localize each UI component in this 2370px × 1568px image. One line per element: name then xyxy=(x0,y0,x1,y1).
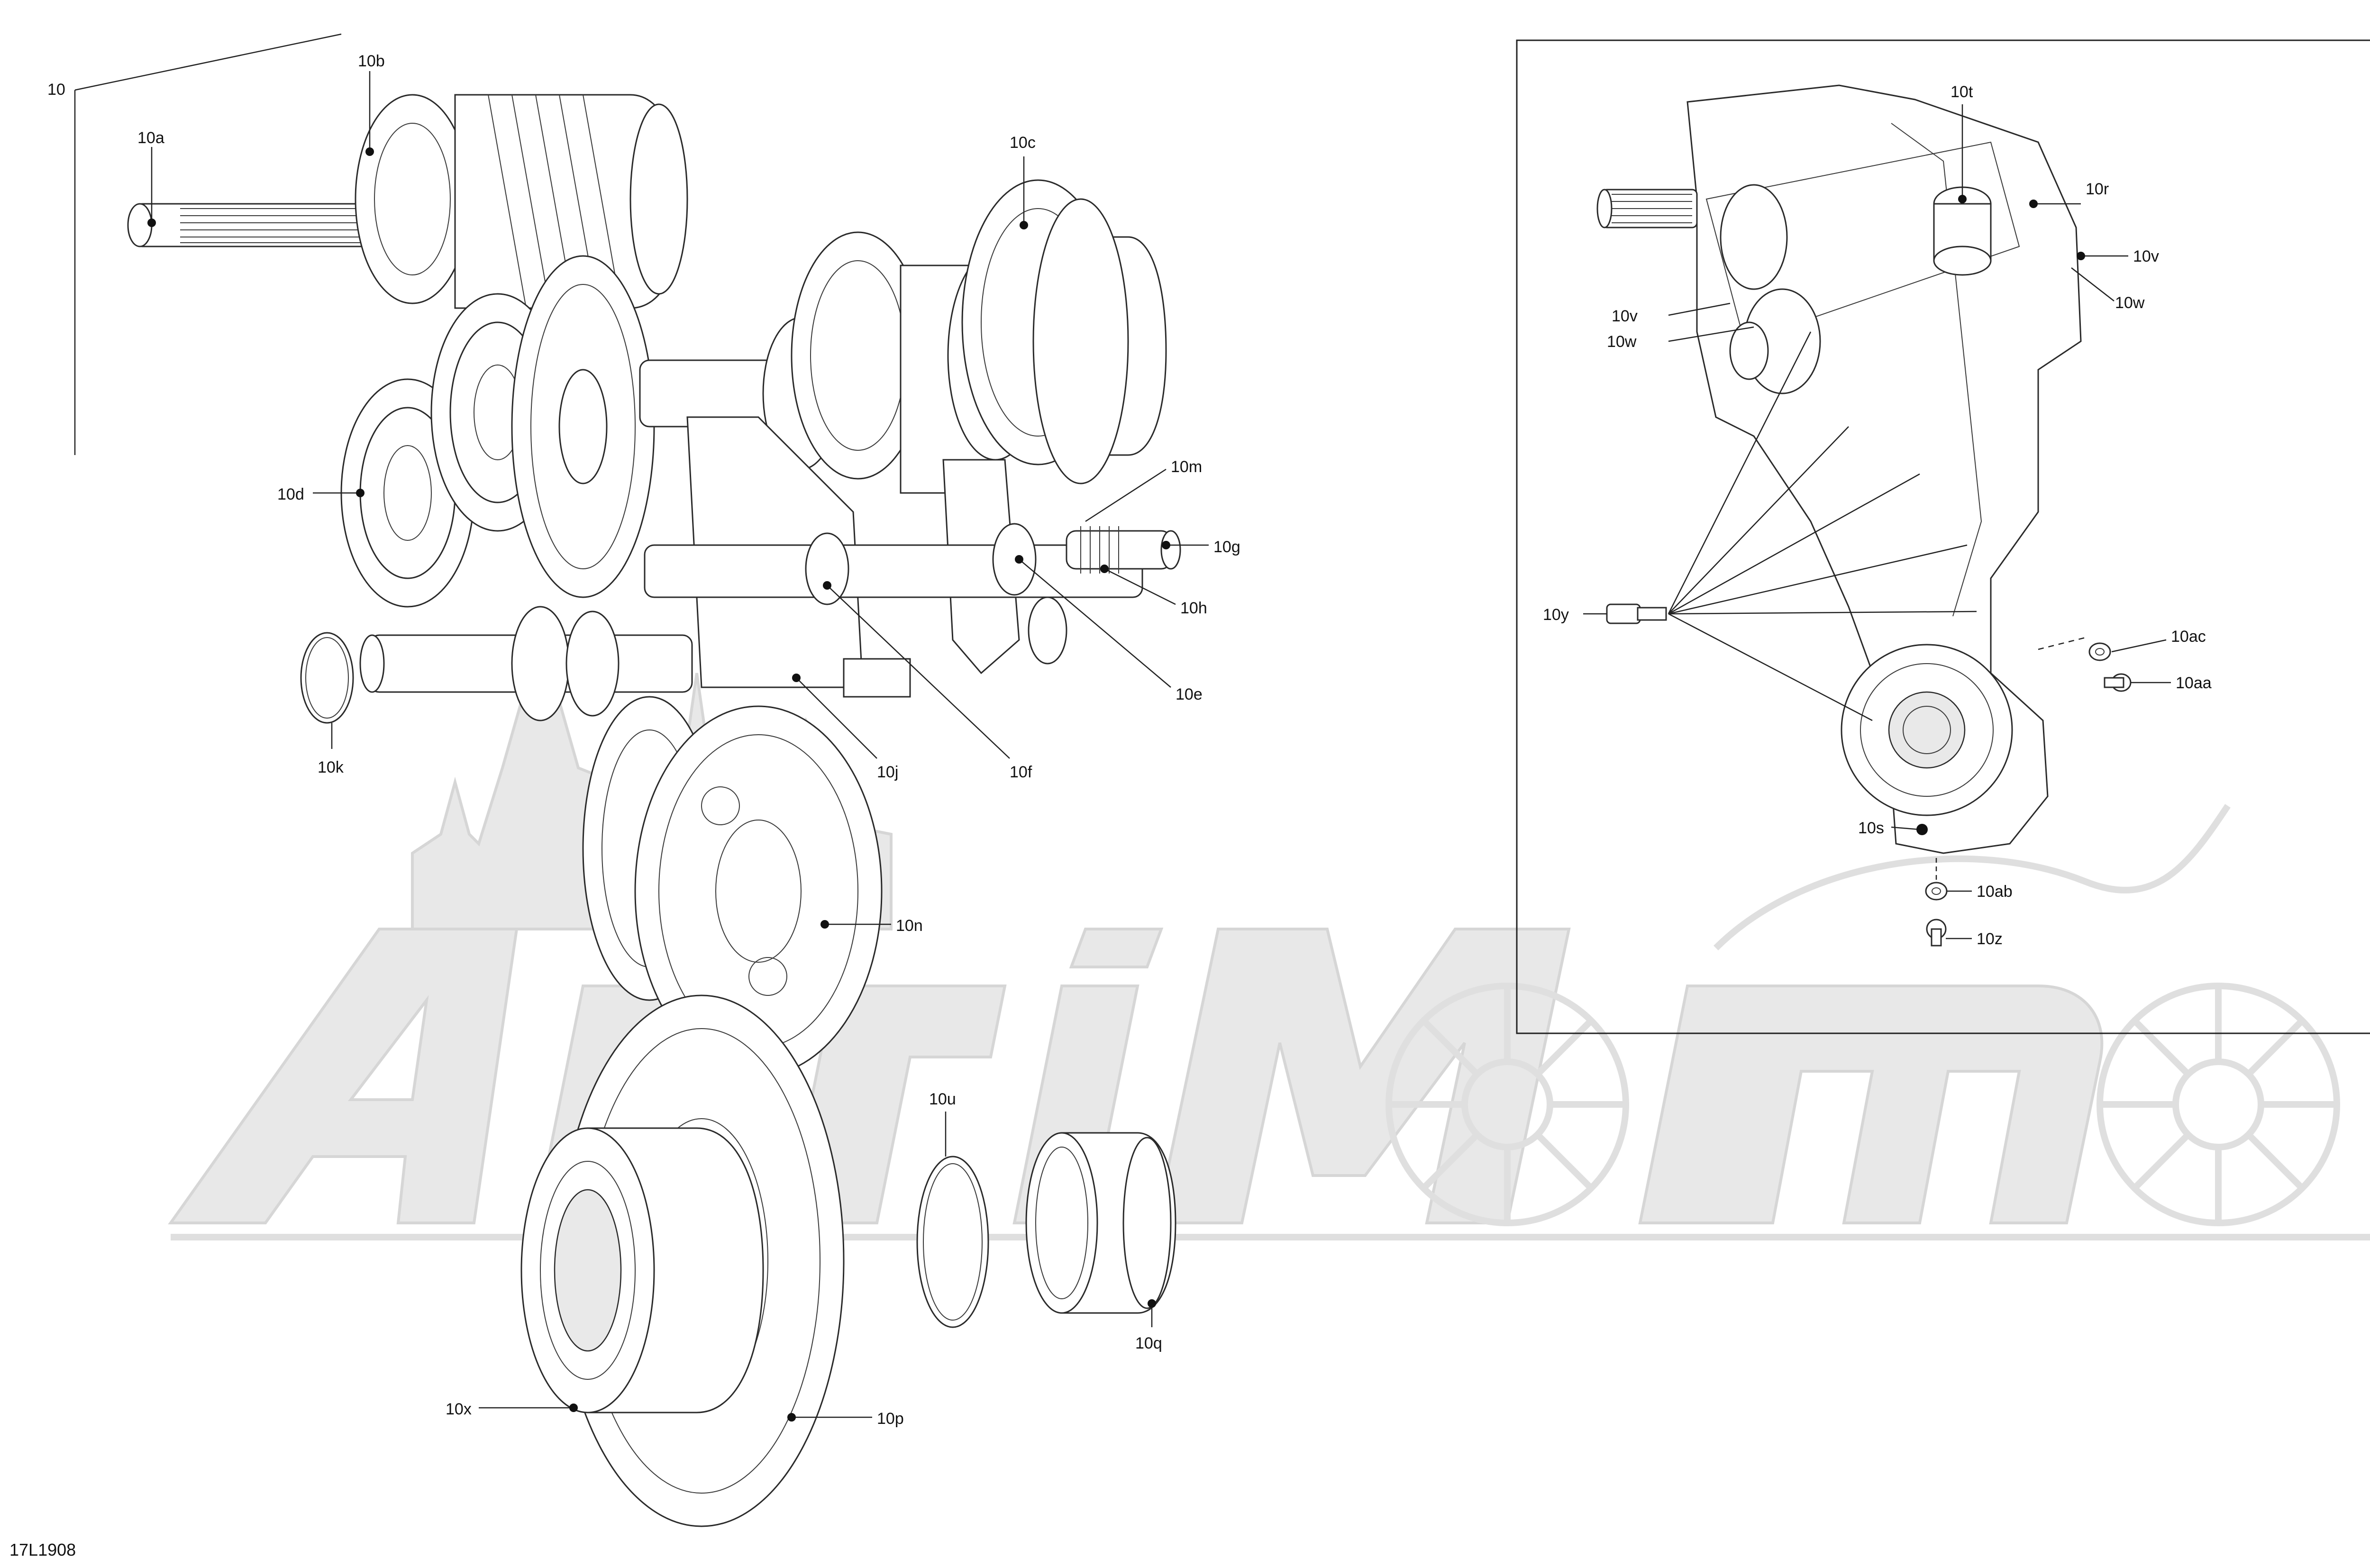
drawing-number: 17L1908 xyxy=(9,1540,76,1559)
inset-frame xyxy=(1516,39,2370,1034)
callout-10s: 10s xyxy=(1858,819,1884,837)
ring-part-10u xyxy=(916,1156,989,1328)
callout-10d: 10d xyxy=(277,485,304,503)
callout-10n: 10n xyxy=(896,917,923,935)
assembly-bracket xyxy=(74,33,342,455)
callout-10t: 10t xyxy=(1951,83,1973,101)
screw-part-10aa xyxy=(2104,673,2132,692)
callout-10z: 10z xyxy=(1977,930,2003,948)
intermediate-gear xyxy=(511,255,655,598)
callout-10w-right: 10w xyxy=(2115,294,2145,312)
callout-10v-right: 10v xyxy=(2133,247,2159,265)
gear-part-10n xyxy=(582,696,883,1077)
bolt-part-10y xyxy=(1606,603,1667,624)
washer-part-10ac xyxy=(2088,642,2111,661)
input-shaft-part-10a xyxy=(127,203,385,247)
gear-assembly-exploded-view xyxy=(127,94,1181,1527)
input-gear-part-10b xyxy=(355,94,688,309)
o-ring-part-10k xyxy=(300,632,354,724)
callout-10q: 10q xyxy=(1135,1334,1162,1352)
callout-10aa: 10aa xyxy=(2176,674,2212,692)
shift-fork-assembly xyxy=(644,416,1143,698)
shift-rail-end-part-10g xyxy=(1066,526,1181,574)
callout-10m: 10m xyxy=(1171,458,1202,476)
callout-10f: 10f xyxy=(1010,763,1032,781)
output-shaft xyxy=(359,606,693,721)
washer-part-10ab xyxy=(1925,882,1948,901)
callout-10k: 10k xyxy=(318,758,344,776)
callout-10a: 10a xyxy=(137,129,164,147)
callout-10p: 10p xyxy=(877,1410,904,1428)
housing-inset-view xyxy=(1516,39,2370,1034)
gear-cluster-part-10c xyxy=(639,179,1167,494)
callout-10: 10 xyxy=(47,81,65,99)
callout-10b: 10b xyxy=(358,52,385,70)
callout-labels: 10 10a 10b 10c 10d 10e 10f 10g 10h 10j 1… xyxy=(47,52,2212,1428)
callout-10v-left: 10v xyxy=(1612,307,1638,325)
screw-part-10z xyxy=(1926,919,1947,947)
bolt-leader-fan xyxy=(1668,331,1977,721)
transmission-housing xyxy=(1596,84,2082,854)
callout-10h: 10h xyxy=(1180,599,1207,617)
callout-10ab: 10ab xyxy=(1977,883,2013,901)
callout-10e: 10e xyxy=(1176,685,1203,703)
leader-lines xyxy=(147,71,2171,1422)
callout-10g: 10g xyxy=(1213,538,1240,556)
callout-10c: 10c xyxy=(1010,134,1036,152)
callout-10u: 10u xyxy=(929,1090,956,1108)
callout-10j: 10j xyxy=(877,763,898,781)
callout-10y: 10y xyxy=(1543,606,1569,624)
callout-10r: 10r xyxy=(2086,180,2109,198)
callout-10w-left: 10w xyxy=(1607,333,1637,351)
callout-10x: 10x xyxy=(446,1400,472,1418)
bushing-part-10q xyxy=(1025,1132,1176,1314)
hub-part-10x xyxy=(520,1127,764,1413)
callout-10ac: 10ac xyxy=(2171,628,2206,646)
